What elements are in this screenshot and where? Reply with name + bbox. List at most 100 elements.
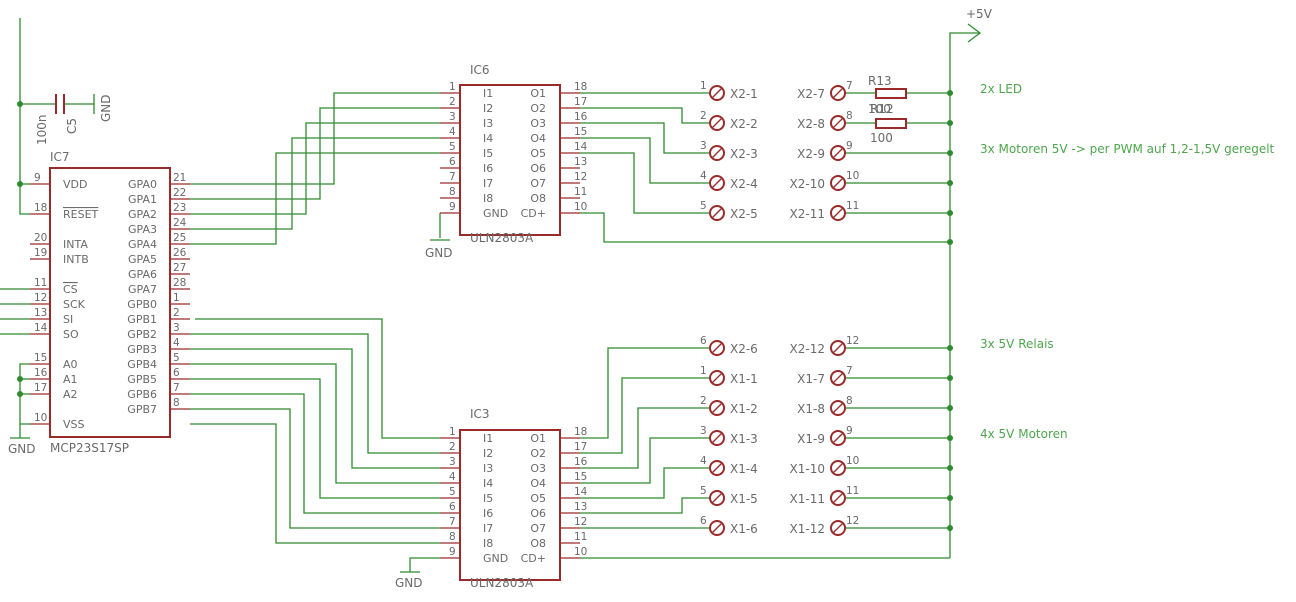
terminal-label-x2-1: X2-1 [730,87,758,101]
terminal-slash-x2-6 [711,342,723,354]
ic7-pin-num-10: 10 [34,412,47,424]
ic7-pin-name-gpb4: GPB4 [127,358,157,371]
terminal-num-x2-12: 12 [846,335,859,347]
ic3-pin-name-i4: I4 [483,477,493,490]
ic7-pin-name-gpb0: GPB0 [127,298,157,311]
terminal-label-x2-9: X2-9 [797,147,825,161]
ic7-pin-name-sck: SCK [63,298,86,311]
terminal-slash-x2-3 [711,147,723,159]
terminal-num-x1-9: 9 [846,425,853,437]
ic3-pin-num-11: 11 [574,531,587,543]
ic7-pin-name-gpb6: GPB6 [127,388,157,401]
ic6-pin-num-4: 4 [449,126,456,138]
terminal-slash-x2-11 [832,207,844,219]
ic3-pin-name-o1: O1 [530,432,546,445]
ic7-pin-num-15: 15 [34,352,47,364]
ic7-pin-name-a1: A1 [63,373,78,386]
ic7-pin-num-28: 28 [173,277,186,289]
ic7-pin-name-si: SI [63,313,73,326]
terminal-num-x2-4: 4 [700,170,707,182]
wire-vdd-rail [19,18,30,215]
junction-rail-cd6 [947,239,953,245]
junction-a2 [17,391,23,397]
ic7-pin-num-24: 24 [173,217,187,229]
terminal-num-x1-6: 6 [700,515,707,527]
terminal-label-x1-3: X1-3 [730,432,758,446]
terminal-label-x1-6: X1-6 [730,522,758,536]
ic3-body [459,429,561,581]
ic3-pin-name-i2: I2 [483,447,493,460]
terminal-num-x2-3: 3 [700,140,707,152]
terminal-slash-x1-10 [832,462,844,474]
ic7-pin-num-21: 21 [173,172,186,184]
terminal-label-x1-2: X1-2 [730,402,758,416]
ic6-name: IC6 [470,63,490,77]
ic6-pin-num-15: 15 [574,126,587,138]
terminal-slash-x1-9 [832,432,844,444]
ic6-pin-num-11: 11 [574,186,587,198]
ic3-pin-num-17: 17 [574,441,587,453]
terminal-label-x1-7: X1-7 [797,372,825,386]
ic7-pin-num-14: 14 [34,322,48,334]
ic7-pin-name-gpa1: GPA1 [128,193,157,206]
terminal-num-x2-5: 5 [700,200,707,212]
ic3-pin-num-18: 18 [574,426,587,438]
ic3-pin-name-o6: O6 [530,507,546,520]
ic6-pin-num-5: 5 [449,141,456,153]
ic7-pin-name-vss: VSS [63,418,85,431]
junction-vdd-pin [17,181,23,187]
ic3-pin-num-8: 8 [449,531,456,543]
ic6-pin-name-i8: I8 [483,192,493,205]
ic3-pin-num-5: 5 [449,486,456,498]
junction-vdd-c5 [17,101,23,107]
terminal-num-x1-1: 1 [700,365,707,377]
ic6-pin-name-cd+: CD+ [521,207,546,220]
power-arrow [967,23,982,43]
wire-gpa2-to-ic6 [190,122,440,215]
ic3-value: ULN2803A [470,576,534,590]
terminal-slash-x2-1 [711,87,723,99]
c5-value: 100n [35,114,49,145]
ic7-pin-num-18: 18 [34,202,47,214]
terminal-slash-x1-7 [832,372,844,384]
comment-motors: 4x 5V Motoren [980,427,1068,441]
ic6-pin-num-1: 1 [449,81,456,93]
wire-gpb2-to-ic3 [190,348,440,469]
terminal-label-x2-6: X2-6 [730,342,758,356]
terminal-num-x1-5: 5 [700,485,707,497]
ic6-pin-num-17: 17 [574,96,587,108]
wire-gpa4-to-ic6 [190,152,440,245]
comment-relais: 3x 5V Relais [980,337,1054,351]
ic7-pin-name-gpa3: GPA3 [128,223,157,236]
ic6-pin-num-18: 18 [574,81,587,93]
terminal-label-x2-4: X2-4 [730,177,758,191]
wire-ic3-o6 [580,497,710,514]
terminal-num-x1-3: 3 [700,425,707,437]
terminal-label-x2-11: X2-11 [790,207,825,221]
terminal-num-x2-11: 11 [846,200,859,212]
terminal-label-x1-9: X1-9 [797,432,825,446]
ic6-pin-name-i5: I5 [483,147,493,160]
terminal-slash-x1-11 [832,492,844,504]
ic7-pin-name-inta: INTA [63,238,88,251]
ic3-pin-num-7: 7 [449,516,456,528]
terminal-num-x1-12: 12 [846,515,859,527]
ic6-pin-num-16: 16 [574,111,588,123]
ic7-value: MCP23S17SP [50,441,129,455]
ic7-pin-num-12: 12 [34,292,47,304]
wire-ic3-o1 [580,347,710,439]
ic6-pin-name-i6: I6 [483,162,493,175]
ic6-pin-num-13: 13 [574,156,587,168]
ic6-pin-name-i3: I3 [483,117,493,130]
resistor-r12 [875,118,907,129]
gnd-label-c5: GND [99,94,113,122]
ic6-pin-name-o6: O6 [530,162,546,175]
ic7-pin-num-16: 16 [34,367,48,379]
terminal-label-x2-7: X2-7 [797,87,825,101]
ic7-pin-name-gpa4: GPA4 [128,238,157,251]
wire-ic6-o2 [580,107,710,124]
ic3-pin-num-9: 9 [449,546,456,558]
ic7-pin-name-a2: A2 [63,388,78,401]
